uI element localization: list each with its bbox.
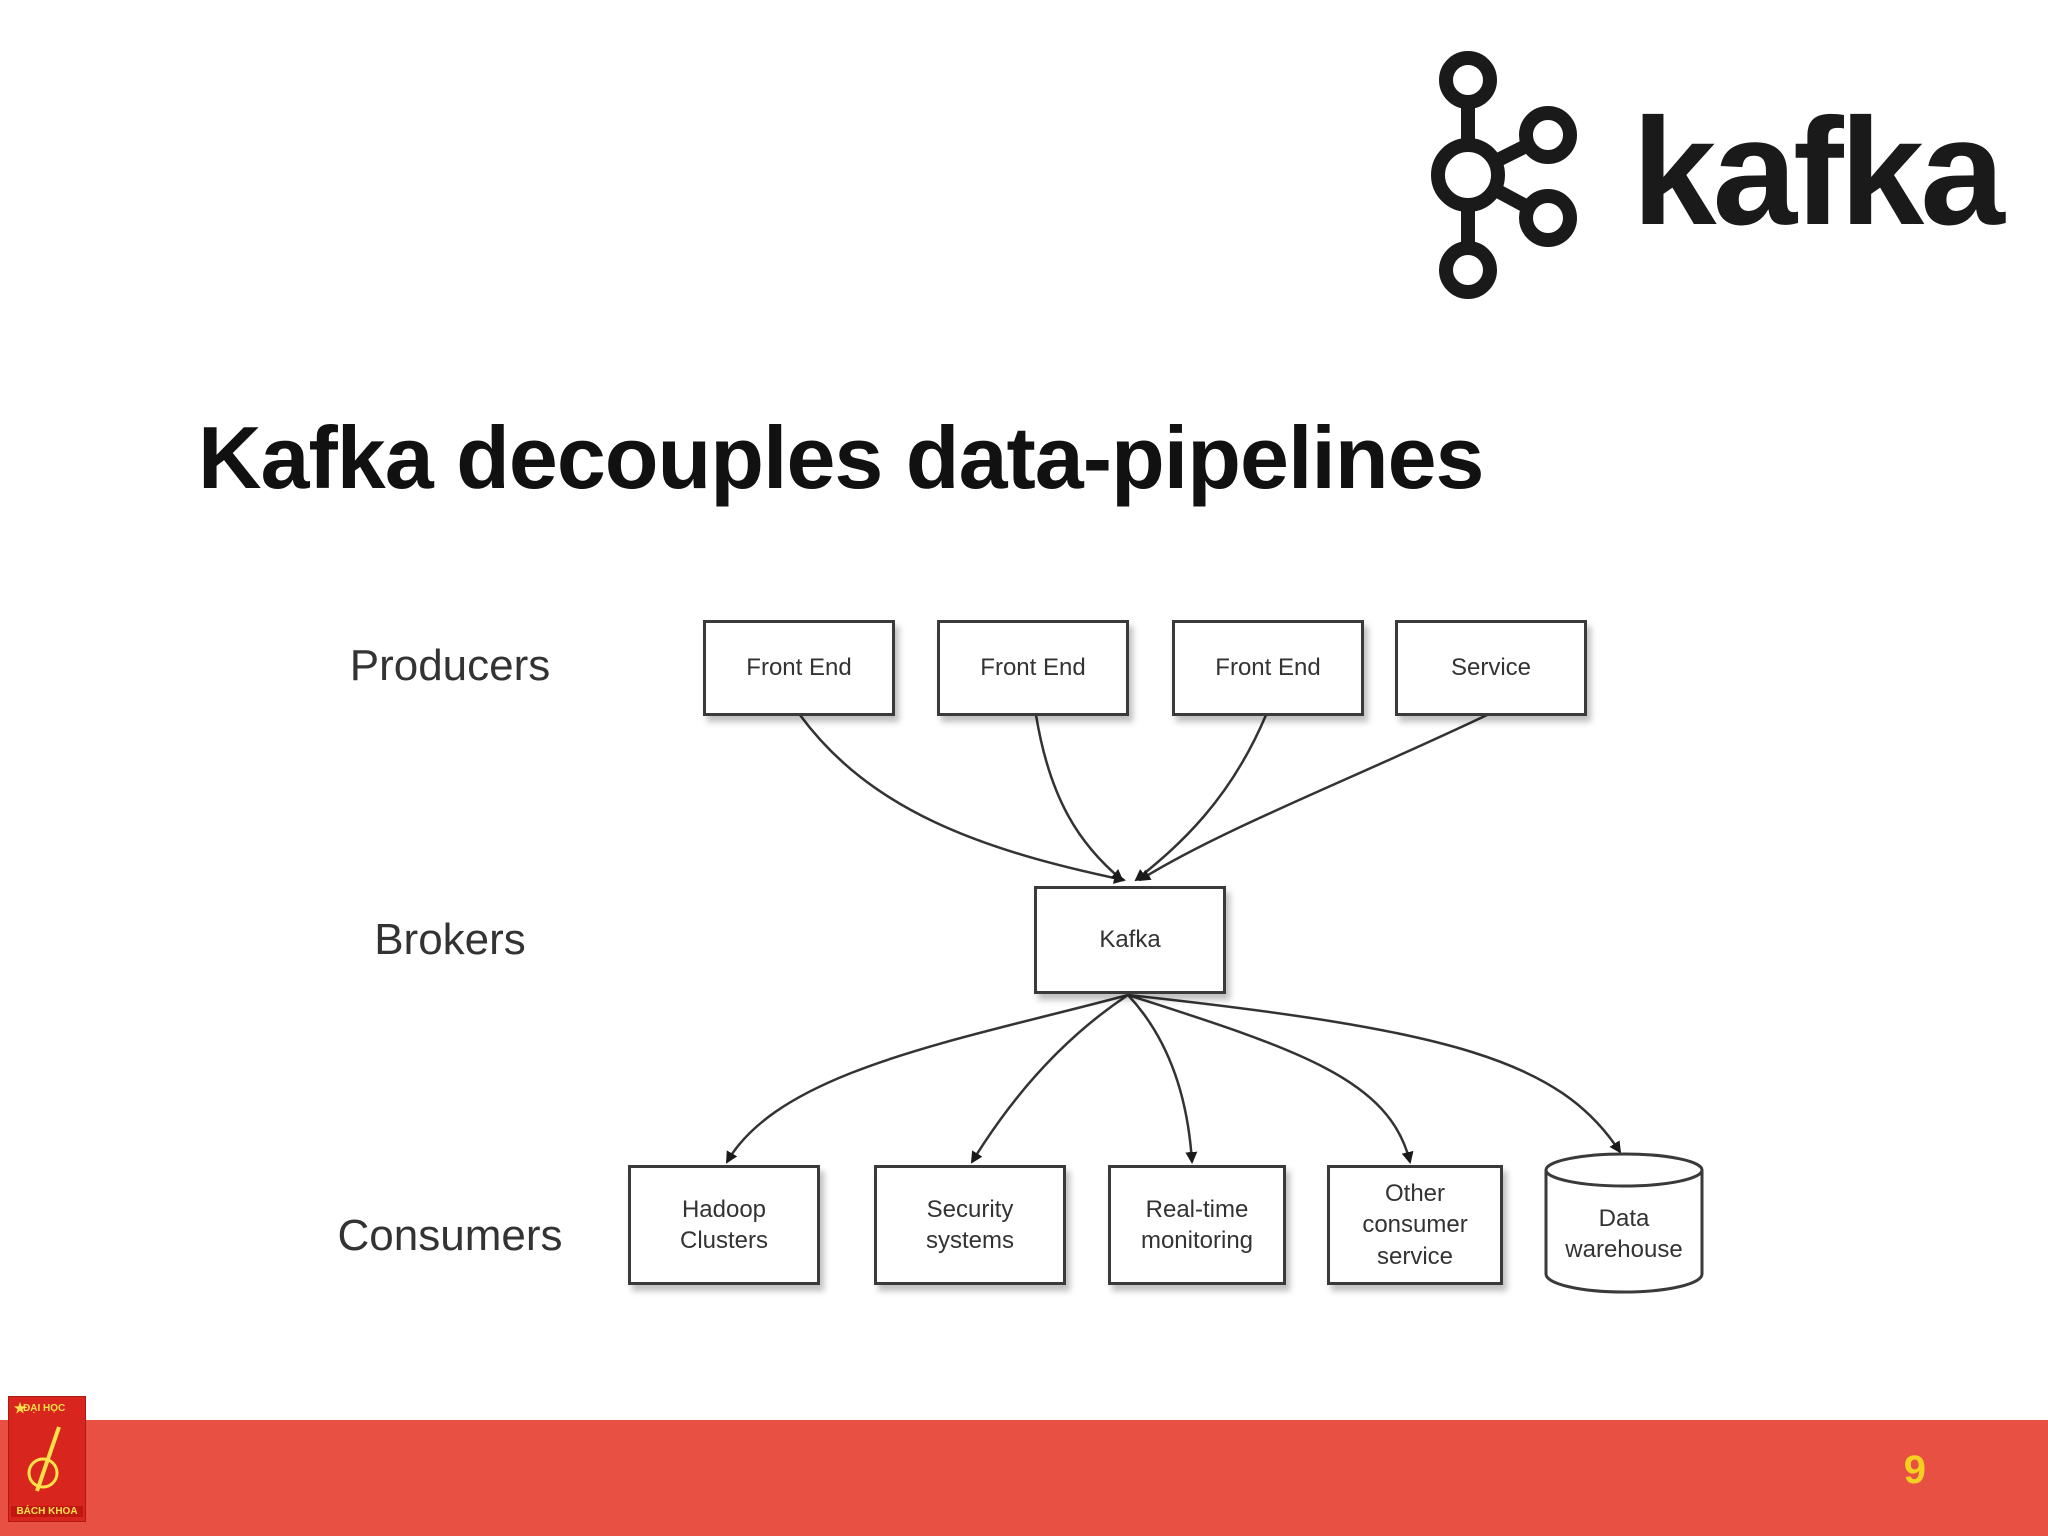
page-number: 9 (1903, 1448, 1926, 1492)
arrow-producer-2 (1034, 714, 1124, 882)
producer-node: Service (1395, 620, 1587, 716)
broker-label: Kafka (1099, 926, 1161, 954)
arrow-consumer-5 (1127, 993, 1622, 1154)
consumer-label: Real-time monitoring (1140, 1195, 1254, 1254)
arrow-producer-3 (1134, 714, 1268, 882)
consumer-label: Data warehouse (1565, 1205, 1683, 1264)
consumers-label: Consumers (337, 1211, 563, 1260)
consumer-node: Security systems (874, 1165, 1066, 1285)
producers-label: Producers (349, 641, 551, 690)
kafka-wordmark: kafka (1632, 87, 2005, 257)
emblem-icon (27, 1426, 61, 1492)
brokers-label: Brokers (374, 915, 526, 964)
university-logo-top-text: ĐẠI HỌC (23, 1403, 66, 1414)
producer-label: Service (1450, 654, 1532, 682)
arrow-consumer-1 (725, 993, 1129, 1164)
producer-node: Front End (1172, 620, 1364, 716)
university-logo-bottom-text: BÁCH KHOA (11, 1506, 83, 1517)
consumer-label: Hadoop Clusters (679, 1195, 769, 1254)
producer-node: Front End (703, 620, 895, 716)
producer-label: Front End (746, 654, 852, 682)
diagram-arrows (725, 713, 1622, 1164)
slide-title: Kafka decouples data-pipelines (198, 408, 1484, 507)
arrow-consumer-4 (1127, 993, 1414, 1164)
university-logo: ĐẠI HỌC BÁCH KHOA (8, 1396, 86, 1522)
star-icon (14, 1402, 26, 1414)
producer-label: Front End (1215, 654, 1321, 682)
arrow-consumer-2 (970, 993, 1129, 1164)
consumer-node: Real-time monitoring (1108, 1165, 1286, 1285)
consumer-label: Security systems (925, 1195, 1014, 1254)
arrow-producer-1 (798, 714, 1126, 884)
database-cylinder-icon (1544, 1152, 1704, 1294)
producer-label: Front End (980, 654, 1086, 682)
producer-node: Front End (937, 620, 1129, 716)
kafka-logo-icon (1431, 51, 1577, 299)
footer-bar (0, 1420, 2048, 1536)
consumer-node: Other consumer service (1327, 1165, 1503, 1285)
consumer-label: Other consumer service (1362, 1180, 1468, 1270)
arrow-producer-4 (1138, 713, 1488, 882)
broker-node: Kafka (1034, 886, 1226, 994)
arrow-consumer-3 (1127, 994, 1198, 1164)
consumer-node: Hadoop Clusters (628, 1165, 820, 1285)
